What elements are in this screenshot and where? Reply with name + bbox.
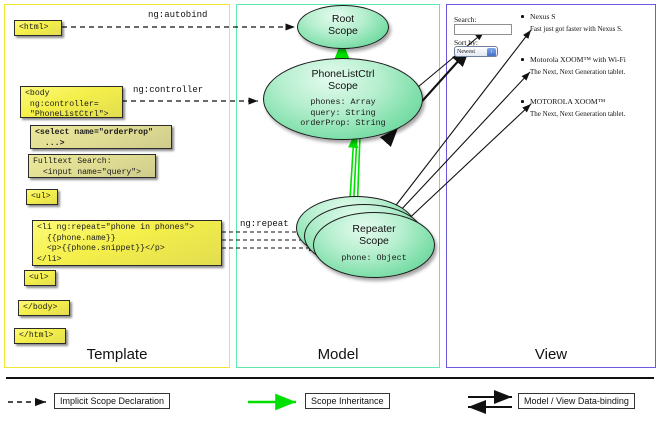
panel-view-label: View <box>534 346 568 363</box>
legend-divider <box>6 377 654 379</box>
chevron-down-icon[interactable]: ↕ <box>487 48 496 56</box>
search-input[interactable] <box>454 24 512 35</box>
bullet-icon <box>521 58 524 61</box>
list-item: MOTOROLA XOOM™ The Next, Next Generation… <box>521 97 656 123</box>
label-ng-repeat: ng:repeat <box>240 219 289 229</box>
template-box-ul-open[interactable]: <ul> <box>26 189 58 205</box>
template-box-search[interactable]: Fulltext Search: <input name="query"> <box>28 154 156 178</box>
template-box-body-open[interactable]: <body ng:controller= "PhoneListCtrl"> <box>20 86 123 119</box>
legend-model-view-data-binding: Model / View Data-binding <box>518 393 635 409</box>
legend-implicit-scope-declaration: Implicit Scope Declaration <box>54 393 171 409</box>
view-search-label: Search: <box>454 15 477 24</box>
template-box-body-close[interactable]: </body> <box>18 300 70 316</box>
view-sort-label: Sort by: <box>454 38 478 47</box>
template-box-ul-close[interactable]: <ul> <box>24 270 56 286</box>
list-item: Motorola XOOM™ with Wi-Fi The Next, Next… <box>521 55 656 81</box>
template-box-html-close[interactable]: </html> <box>14 328 66 344</box>
bullet-icon <box>521 15 524 18</box>
template-box-select[interactable]: <select name="orderProp" ...> <box>30 125 172 149</box>
template-box-li-repeat[interactable]: <li ng:repeat="phone in phones"> {{phone… <box>32 220 222 266</box>
bullet-icon <box>521 100 524 103</box>
scope-repeater-props: phone: Object <box>341 253 407 264</box>
phone-snippet: The Next, Next Generation tablet. <box>530 110 626 118</box>
phone-snippet: Fast just got faster with Nexus S. <box>530 25 623 33</box>
phone-name[interactable]: Motorola XOOM™ with Wi-Fi <box>530 55 626 64</box>
panel-template-label: Template <box>86 346 148 363</box>
phone-snippet: The Next, Next Generation tablet. <box>530 68 626 76</box>
sort-by-select[interactable]: Newest ↕ <box>454 46 498 57</box>
label-ng-controller: ng:controller <box>133 85 204 95</box>
template-box-html-open[interactable]: <html> <box>14 20 62 36</box>
phone-name[interactable]: Nexus S <box>530 12 556 21</box>
list-item: Nexus S Fast just got faster with Nexus … <box>521 12 656 38</box>
sort-by-selected-value: Newest <box>457 49 475 55</box>
panel-model-label: Model <box>317 346 359 363</box>
scope-phonelistctrl-props-bold: orderProp: String <box>300 118 386 129</box>
scope-phonelistctrl-props: phones: Array query: String <box>310 97 376 118</box>
phone-name[interactable]: MOTOROLA XOOM™ <box>530 97 606 106</box>
legend-scope-inheritance: Scope Inheritance <box>305 393 390 409</box>
label-ng-autobind: ng:autobind <box>148 10 208 20</box>
